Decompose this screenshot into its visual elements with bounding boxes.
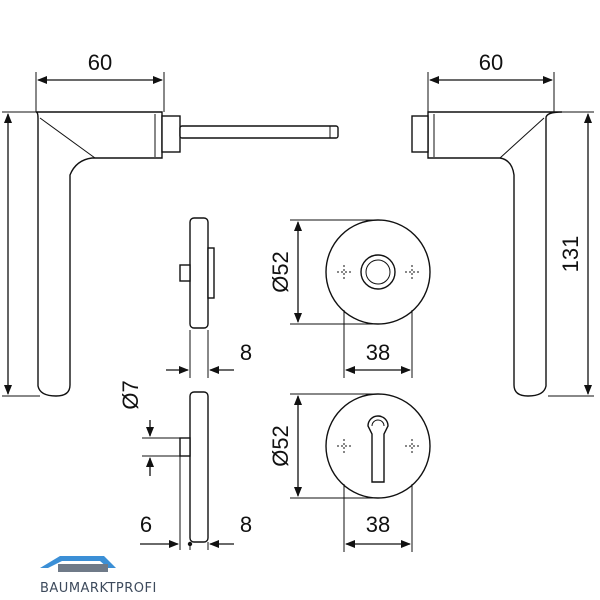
bottom-rosette-side-view: [179, 391, 209, 543]
bottom-diameter-label: Ø52: [268, 425, 293, 467]
spindle-diameter-dimension: Ø7: [118, 380, 180, 476]
left-width-dimension: 60: [35, 50, 165, 112]
height-label: 131: [558, 236, 583, 273]
bottom-thickness-label: 8: [240, 512, 252, 537]
top-rosette-side-view: [179, 217, 215, 329]
right-width-label: 60: [479, 50, 503, 75]
spindle-diameter-label: Ø7: [118, 380, 143, 409]
right-lever-handle: [411, 111, 563, 397]
top-diameter-dimension: Ø52: [268, 219, 378, 325]
baumarktprofi-logo: BAUMARKTPROFI: [40, 556, 157, 596]
logo-text: BAUMARKTPROFI: [40, 581, 157, 596]
bottom-thickness-dimension: 6 8: [140, 456, 252, 550]
left-height-dimension: [2, 111, 40, 397]
right-width-dimension: 60: [427, 50, 555, 112]
bottom-rosette-front-view: [325, 393, 431, 499]
bottom-width-label: 38: [366, 512, 390, 537]
bottom-diameter-dimension: Ø52: [268, 393, 378, 499]
bottom-width-dimension: 38: [343, 484, 413, 552]
spindle-offset-label: 6: [140, 512, 152, 537]
top-width-dimension: 38: [343, 310, 413, 378]
top-width-label: 38: [366, 340, 390, 365]
left-lever-handle: [35, 111, 339, 397]
right-height-dimension: 131: [548, 111, 594, 397]
top-rosette-front-view: [325, 219, 431, 325]
top-diameter-label: Ø52: [268, 251, 293, 293]
left-width-label: 60: [88, 50, 112, 75]
top-thickness-label: 8: [240, 340, 252, 365]
top-thickness-dimension: 8: [166, 330, 252, 378]
house-roof-icon: [40, 556, 116, 572]
